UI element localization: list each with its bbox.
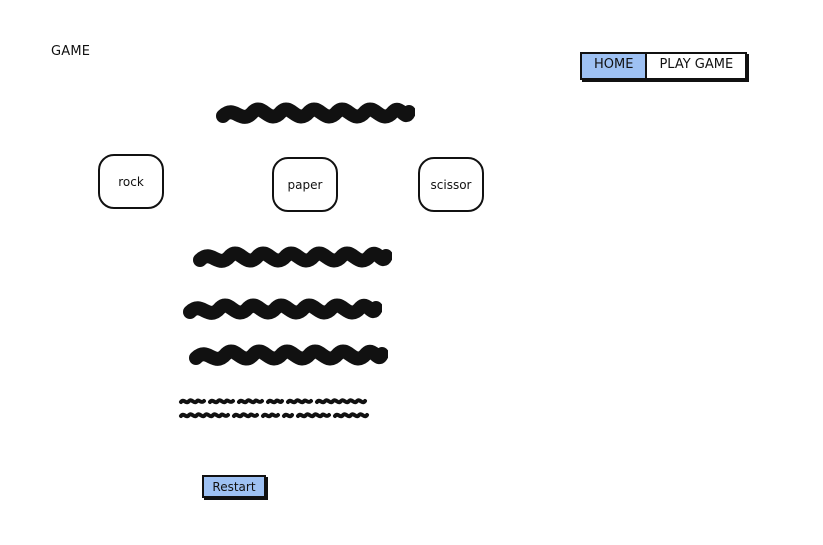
- title-scribble: [216, 102, 415, 124]
- text-scribble-block: [179, 398, 369, 419]
- restart-button[interactable]: Restart: [202, 475, 266, 498]
- scissor-button[interactable]: scissor: [418, 157, 484, 212]
- result-scribble-2: [183, 298, 382, 320]
- paper-button[interactable]: paper: [272, 157, 338, 212]
- nav-home-button[interactable]: HOME: [582, 54, 648, 78]
- top-nav: HOME PLAY GAME: [580, 52, 748, 80]
- result-scribble-3: [189, 344, 388, 366]
- nav-play-game-button[interactable]: PLAY GAME: [659, 57, 734, 72]
- rock-button[interactable]: rock: [98, 154, 164, 209]
- result-scribble-1: [193, 246, 392, 268]
- brand-title: GAME: [51, 44, 91, 59]
